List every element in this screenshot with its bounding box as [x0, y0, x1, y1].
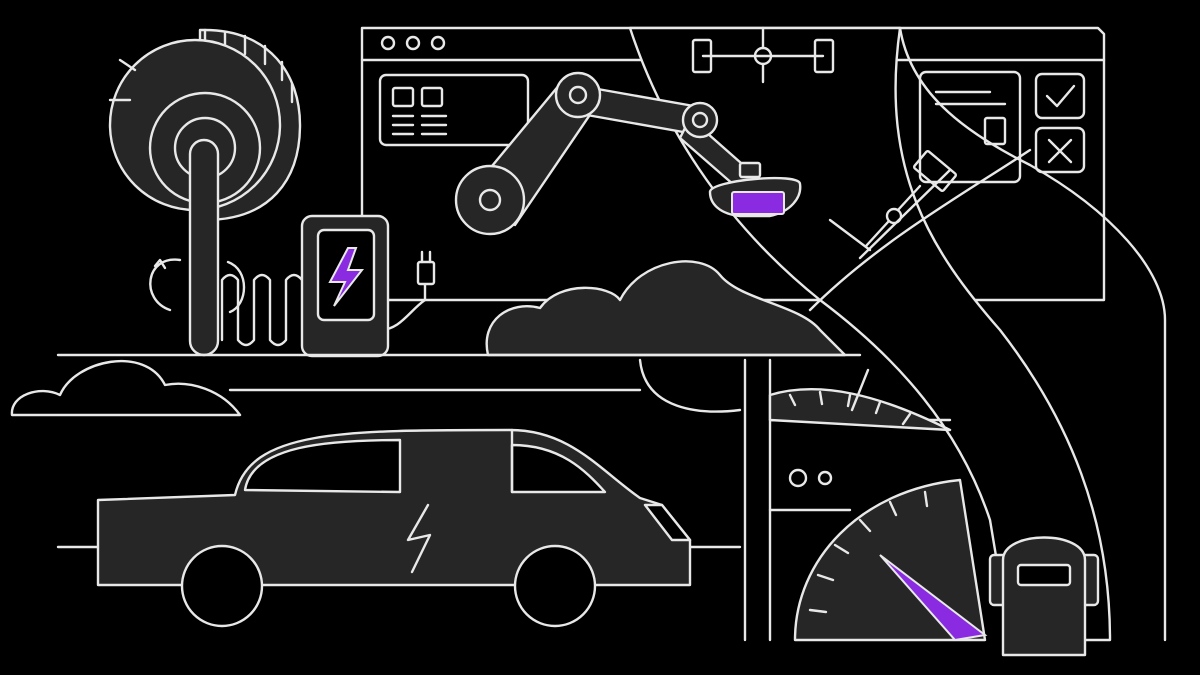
car-axle-icon: [691, 26, 835, 84]
battery-icon: [731, 191, 785, 215]
cloud-icon: [10, 360, 242, 417]
rotation-arrows-icon: [149, 258, 246, 314]
cloud-icon: [485, 260, 847, 357]
robotic-arm-icon: [454, 71, 802, 236]
tire-icon: [108, 28, 302, 357]
horizon-lines: [56, 353, 862, 549]
gauge-needle: [879, 554, 988, 642]
lightning-bolt-icon: [406, 503, 432, 574]
lightning-bolt-icon: [328, 247, 365, 307]
close-icon: [1034, 126, 1086, 174]
wrench-icon: [864, 149, 958, 248]
electric-car-icon: [96, 428, 692, 628]
checkmark-icon: [1034, 72, 1086, 120]
welding-mask-icon: [988, 536, 1100, 657]
power-plug-icon: [416, 250, 436, 286]
